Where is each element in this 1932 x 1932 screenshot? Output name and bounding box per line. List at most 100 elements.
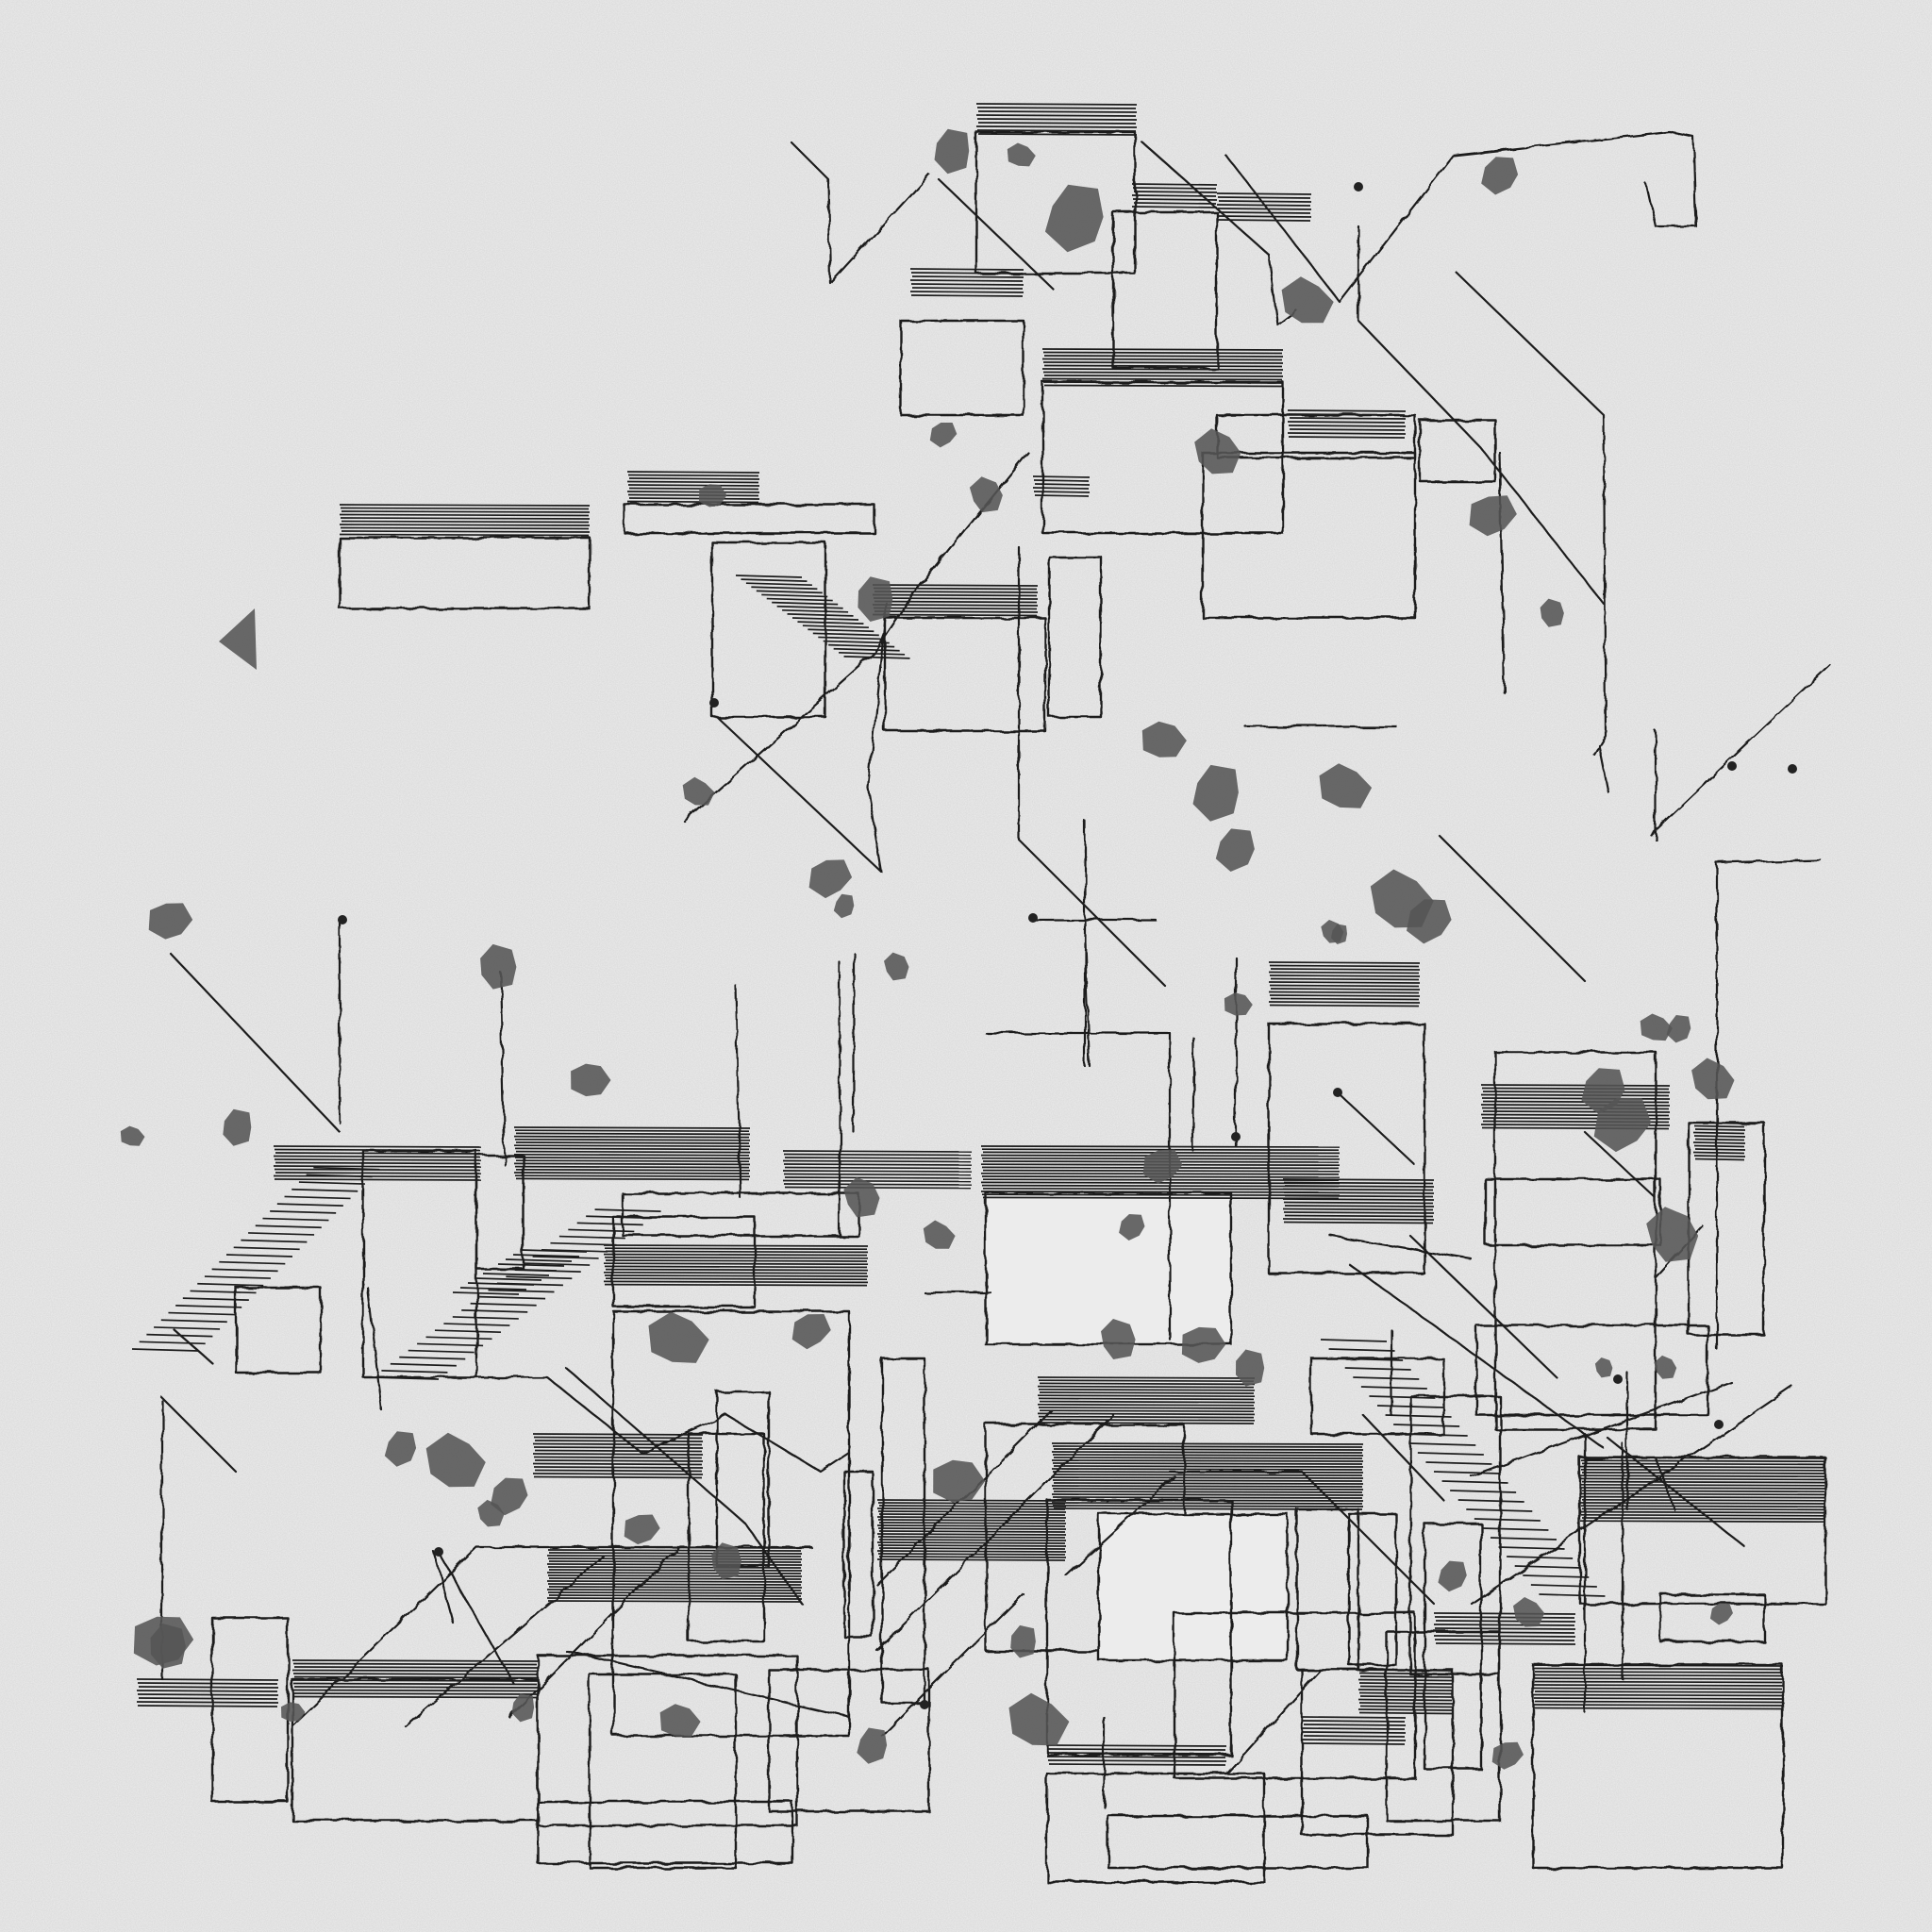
hatch-line (546, 1546, 803, 1549)
stair-hatch-line (550, 1241, 617, 1246)
hatch-line (532, 1442, 703, 1446)
hatch-line (1033, 479, 1090, 482)
hatch-line (1357, 1708, 1454, 1711)
hatch-line (1131, 206, 1218, 208)
hatch-line (533, 1456, 703, 1459)
stair-hatch-line (756, 590, 823, 594)
hatch-line (1269, 974, 1421, 977)
hatch-line (1270, 977, 1420, 981)
hatch-line (1037, 1422, 1255, 1424)
stair-hatch-line (505, 1258, 573, 1262)
hatch-line (513, 1126, 751, 1129)
stair-hatch-line (211, 1268, 278, 1273)
hatch-line (1301, 1727, 1406, 1730)
hatch-line (626, 471, 760, 474)
ink-blob (1007, 142, 1036, 167)
hatch-line (1694, 1148, 1746, 1151)
hatch-line (1694, 1158, 1745, 1161)
ink-dot (1231, 1132, 1241, 1141)
hatch-line (975, 114, 1137, 117)
hatch-line (627, 474, 759, 477)
hatch-line (1303, 1735, 1406, 1738)
hatch-line (1532, 1674, 1783, 1677)
ink-blob (1540, 598, 1564, 627)
hatch-line (603, 1271, 868, 1274)
hatch-line (1132, 198, 1218, 201)
ink-blob (571, 1063, 611, 1097)
stair-hatch-line (434, 1329, 501, 1334)
hatch-line (532, 1433, 704, 1436)
hatch-line (872, 613, 1038, 617)
hatch-line (1533, 1707, 1783, 1710)
hatch-line (1269, 994, 1421, 997)
hatch-line (1358, 1711, 1453, 1715)
hatch-line (1217, 219, 1311, 222)
stair-hatch-line (776, 605, 843, 609)
hatch-line (291, 1689, 538, 1692)
hatch-line (1282, 1188, 1434, 1191)
ink-blob (1407, 899, 1452, 944)
hatch-line (547, 1574, 803, 1577)
hatch-line (1046, 1744, 1227, 1747)
hatch-line (548, 1552, 803, 1555)
stair-hatch-line (1417, 1452, 1484, 1456)
ink-blob (648, 1311, 709, 1363)
hatch-line (532, 1453, 704, 1456)
hatch-line (1038, 1407, 1256, 1409)
stair-hatch-line (233, 1246, 300, 1251)
stair-hatch-line (470, 1302, 537, 1307)
ink-blob (808, 859, 853, 899)
ink-blob (1691, 1058, 1735, 1100)
hatch-line (138, 1686, 279, 1689)
ink-blob (491, 1477, 528, 1516)
hatch-line (605, 1277, 868, 1281)
ink-dot (1028, 913, 1038, 923)
hatch-line (514, 1147, 750, 1151)
hatch-line (783, 1183, 973, 1186)
stair-hatch-line (1433, 1471, 1501, 1474)
hatch-line (605, 1259, 868, 1262)
stair-hatch-line (761, 593, 828, 598)
hatch-line (1579, 1510, 1826, 1514)
hatch-line (782, 1150, 973, 1153)
stair-hatch-line (452, 1291, 520, 1295)
hatch-line (877, 1519, 1066, 1522)
hatch-line (515, 1159, 750, 1163)
hatch-line (514, 1165, 750, 1169)
stair-hatch-line (488, 1289, 555, 1293)
hatch-line (1692, 1131, 1745, 1135)
hatch-line (1032, 475, 1091, 478)
hatch-line (877, 1502, 1066, 1505)
stair-hatch-line (461, 1308, 528, 1313)
hatch-line (1481, 1087, 1670, 1091)
hatch-line (1693, 1155, 1746, 1158)
hatch-line (1357, 1669, 1454, 1672)
stair-hatch-line (735, 575, 803, 578)
hatch-line (291, 1669, 538, 1673)
stair-hatch-line (372, 1376, 440, 1380)
stair-hatch-line (576, 1222, 643, 1226)
hatch-line (1532, 1684, 1784, 1687)
hatch-line (293, 1686, 539, 1689)
hatch-line (548, 1586, 803, 1589)
hatch-line (876, 1558, 1066, 1561)
stair-hatch-line (1376, 1405, 1444, 1408)
ink-dot (1788, 764, 1797, 774)
hatch-line (1302, 1742, 1406, 1745)
hatch-line (1037, 1385, 1255, 1389)
hatch-line (273, 1174, 481, 1178)
ink-blob (1281, 276, 1334, 324)
hatch-line (1534, 1671, 1784, 1674)
hatch-line (1047, 1759, 1227, 1762)
hatch-line (1042, 381, 1284, 384)
hatch-line (873, 587, 1038, 591)
hatch-line (1580, 1459, 1825, 1463)
hatch-line (782, 1159, 972, 1163)
stair-hatch-line (1344, 1367, 1411, 1371)
hatch-line (513, 1172, 750, 1174)
stair-hatch-line (828, 643, 895, 648)
hatch-line (548, 1560, 802, 1563)
ink-blob (933, 1459, 986, 1503)
hatch-line (1580, 1505, 1826, 1508)
ink-blob (219, 608, 257, 670)
